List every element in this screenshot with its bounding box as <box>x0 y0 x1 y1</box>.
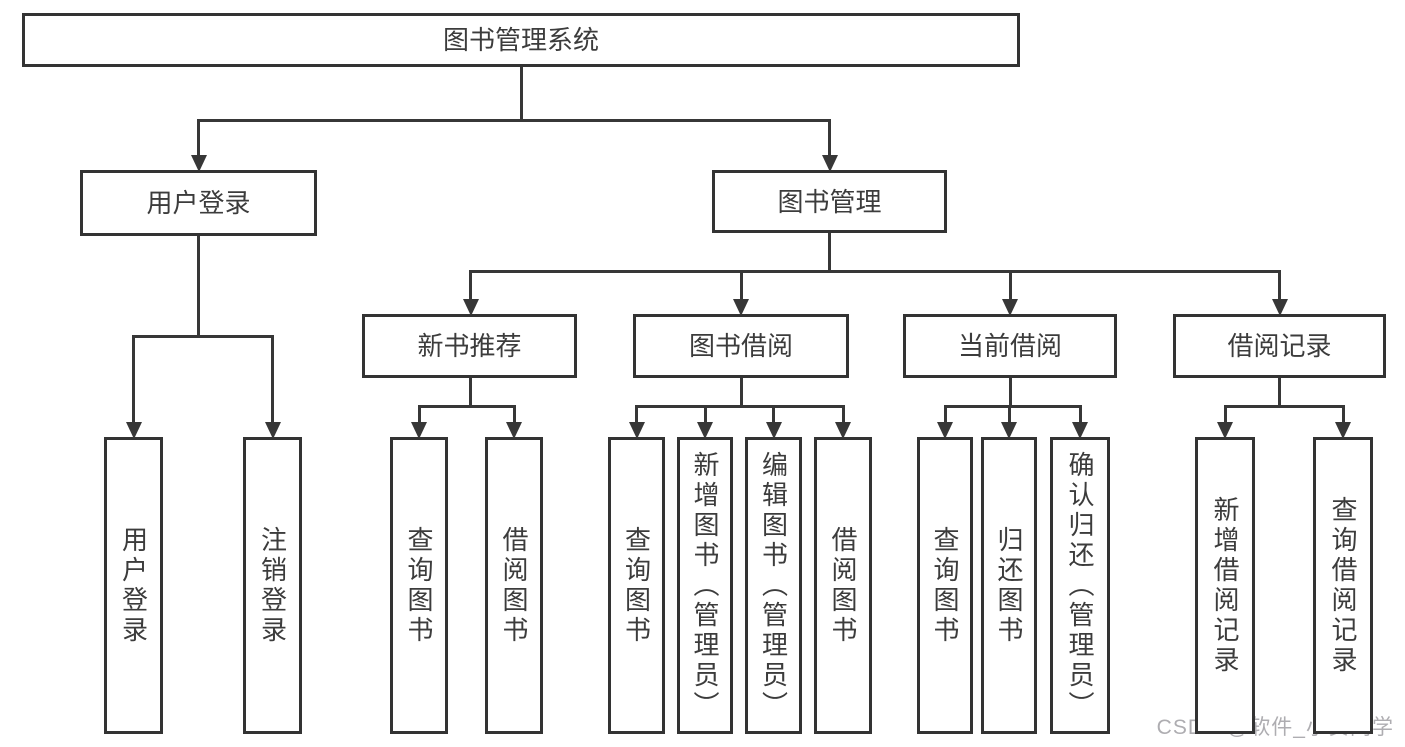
connector-line-vertical <box>1278 271 1281 299</box>
arrowhead-down-icon <box>125 422 142 439</box>
node-leaf-user-login: 用户登录 <box>104 437 163 734</box>
connector-line-vertical <box>943 406 947 422</box>
node-leaf-query-books-bor: 查询图书 <box>608 437 665 734</box>
arrowhead-down-icon <box>190 155 207 172</box>
node-leaf-add-book-admin: 新增图书（管理员） <box>677 437 733 734</box>
connector-line-vertical <box>1078 406 1082 422</box>
node-label-leaf-borrow-books-rec: 借阅图书 <box>499 525 529 646</box>
node-label-book-borrowing: 图书借阅 <box>688 331 793 361</box>
connector-line-vertical <box>1008 378 1012 406</box>
node-user-login: 用户登录 <box>80 170 317 236</box>
node-book-management: 图书管理 <box>712 170 947 233</box>
node-leaf-borrow-books-rec: 借阅图书 <box>485 437 543 734</box>
node-root: 图书管理系统 <box>22 13 1020 67</box>
arrowhead-down-icon <box>462 299 479 316</box>
node-label-leaf-add-book-admin: 新增图书（管理员） <box>690 450 720 721</box>
node-borrowing-records: 借阅记录 <box>1173 314 1386 378</box>
connector-line-vertical <box>512 406 516 422</box>
connector-line-vertical <box>519 67 523 120</box>
node-label-borrowing-records: 借阅记录 <box>1227 331 1332 361</box>
node-current-borrowing: 当前借阅 <box>903 314 1117 378</box>
connector-line-vertical <box>841 406 845 422</box>
node-label-leaf-return-book: 归还图书 <box>994 525 1024 646</box>
arrowhead-down-icon <box>1335 422 1351 439</box>
node-label-leaf-query-books-rec: 查询图书 <box>404 525 434 646</box>
node-leaf-query-books-rec: 查询图书 <box>390 437 448 734</box>
connector-line-vertical <box>828 120 831 155</box>
connector-line-horizontal <box>635 404 845 408</box>
node-leaf-logout: 注销登录 <box>243 437 302 734</box>
node-label-leaf-query-borrow-record: 查询借阅记录 <box>1328 495 1358 676</box>
connector-line-vertical <box>739 378 743 406</box>
node-leaf-confirm-return: 确认归还（管理员） <box>1050 437 1110 734</box>
connector-line-vertical <box>1223 406 1227 422</box>
connector-line-vertical <box>1008 271 1012 299</box>
arrowhead-down-icon <box>1001 422 1017 439</box>
arrowhead-down-icon <box>1072 422 1088 439</box>
connector-line-horizontal <box>943 404 1082 408</box>
connector-line-vertical <box>132 336 135 422</box>
connector-line-horizontal <box>469 269 1281 273</box>
connector-line-horizontal <box>417 404 516 408</box>
node-label-book-management: 图书管理 <box>777 186 882 217</box>
connector-line-vertical <box>1341 406 1345 422</box>
connector-line-vertical <box>197 120 200 155</box>
arrowhead-down-icon <box>1271 299 1288 316</box>
node-leaf-query-borrow-record: 查询借阅记录 <box>1313 437 1373 734</box>
arrowhead-down-icon <box>821 155 838 172</box>
node-label-new-book-recommend: 新书推荐 <box>417 331 522 361</box>
connector-line-vertical <box>703 406 707 422</box>
arrowhead-down-icon <box>697 422 713 439</box>
node-label-leaf-confirm-return: 确认归还（管理员） <box>1065 450 1095 721</box>
node-leaf-return-book: 归还图书 <box>981 437 1037 734</box>
connector-line-horizontal <box>197 118 831 122</box>
node-book-borrowing: 图书借阅 <box>633 314 849 378</box>
arrowhead-down-icon <box>765 422 782 439</box>
connector-line-vertical <box>739 271 743 299</box>
node-leaf-query-books-cur: 查询图书 <box>917 437 973 734</box>
connector-line-vertical <box>469 271 472 299</box>
connector-line-vertical <box>417 406 421 422</box>
connector-line-horizontal <box>1223 404 1345 408</box>
arrowhead-down-icon <box>1002 299 1018 316</box>
node-label-leaf-user-login: 用户登录 <box>118 525 149 646</box>
arrowhead-down-icon <box>1217 422 1233 439</box>
node-leaf-add-borrow-record: 新增借阅记录 <box>1195 437 1255 734</box>
connector-line-vertical <box>1278 378 1281 406</box>
arrowhead-down-icon <box>733 299 749 316</box>
arrowhead-down-icon <box>937 422 953 439</box>
connector-line-vertical <box>635 406 638 422</box>
node-label-root: 图书管理系统 <box>442 25 599 55</box>
connector-line-vertical <box>772 406 775 422</box>
arrowhead-down-icon <box>411 422 427 439</box>
node-label-leaf-query-books-bor: 查询图书 <box>621 525 652 646</box>
node-label-leaf-edit-book-admin: 编辑图书（管理员） <box>758 450 789 721</box>
node-leaf-edit-book-admin: 编辑图书（管理员） <box>745 437 802 734</box>
arrowhead-down-icon <box>835 422 851 439</box>
node-label-leaf-add-borrow-record: 新增借阅记录 <box>1210 495 1240 676</box>
node-leaf-borrow-books-bor: 借阅图书 <box>814 437 872 734</box>
arrowhead-down-icon <box>506 422 522 439</box>
connector-line-vertical <box>828 233 831 271</box>
arrowhead-down-icon <box>628 422 645 439</box>
connector-line-horizontal <box>132 334 274 338</box>
node-label-leaf-borrow-books-bor: 借阅图书 <box>828 525 858 646</box>
connector-line-vertical <box>469 378 472 406</box>
connector-line-vertical <box>1007 406 1011 422</box>
connector-line-vertical <box>271 336 274 422</box>
node-label-leaf-query-books-cur: 查询图书 <box>930 525 960 646</box>
connector-line-vertical <box>197 236 200 336</box>
node-label-current-borrowing: 当前借阅 <box>957 331 1062 361</box>
node-label-leaf-logout: 注销登录 <box>257 525 288 646</box>
arrowhead-down-icon <box>264 422 281 439</box>
node-label-user-login: 用户登录 <box>146 188 251 218</box>
node-new-book-recommend: 新书推荐 <box>362 314 577 378</box>
